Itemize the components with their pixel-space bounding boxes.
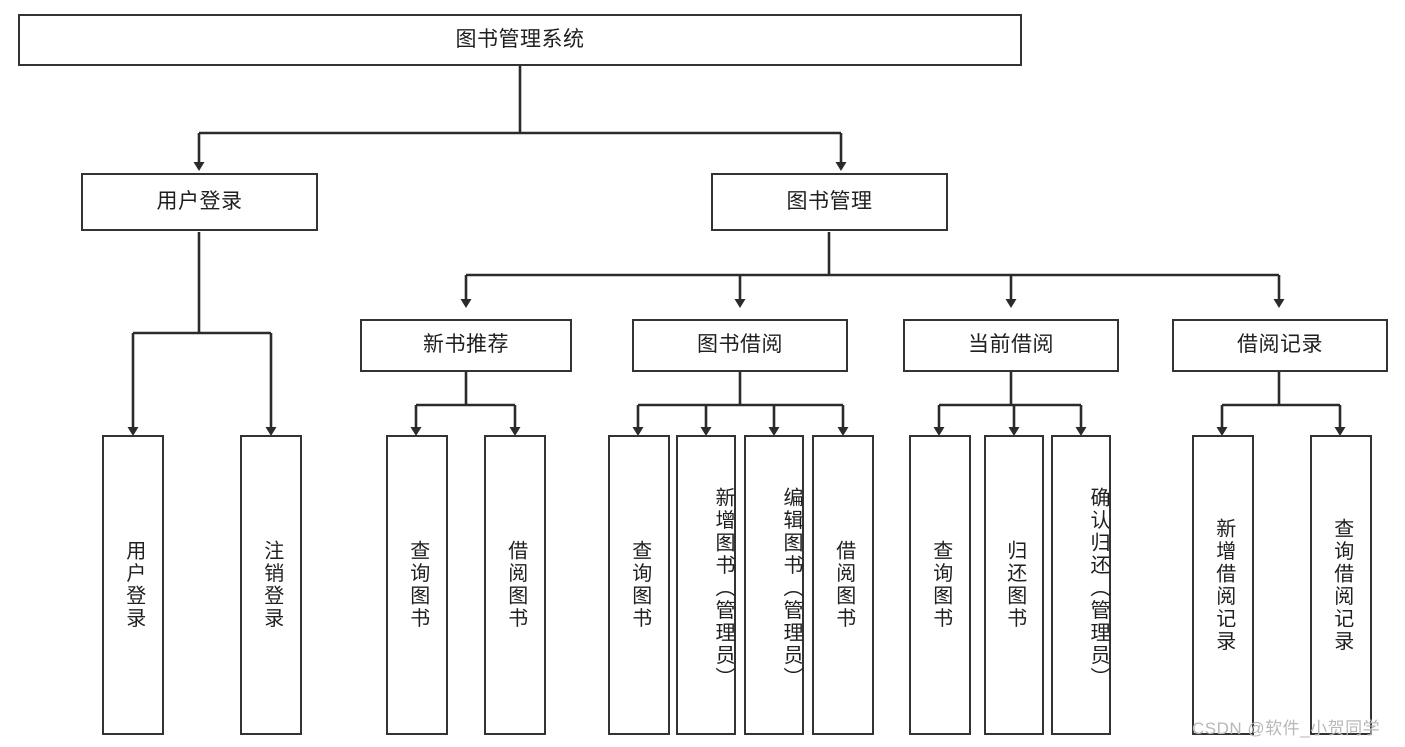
node-label: 编辑图书（管理员） bbox=[780, 486, 802, 690]
node-label: 借阅图书 bbox=[504, 540, 527, 630]
leaf-user-login[interactable]: 用户登录 bbox=[102, 435, 164, 735]
node-label: 新增图书（管理员） bbox=[712, 486, 734, 690]
node-user-login[interactable]: 用户登录 bbox=[81, 173, 318, 231]
node-label: 查询借阅记录 bbox=[1330, 517, 1353, 653]
leaf-confirm-return-admin[interactable]: 确认归还（管理员） bbox=[1051, 435, 1111, 735]
node-new-book-recommendation[interactable]: 新书推荐 bbox=[360, 319, 572, 372]
leaf-logout[interactable]: 注销登录 bbox=[240, 435, 302, 735]
node-label: 查询图书 bbox=[628, 540, 651, 630]
node-label: 归还图书 bbox=[1003, 540, 1026, 630]
node-label: 新增借阅记录 bbox=[1212, 517, 1235, 653]
leaf-query-borrow-record[interactable]: 查询借阅记录 bbox=[1310, 435, 1372, 735]
leaf-edit-book-admin[interactable]: 编辑图书（管理员） bbox=[744, 435, 804, 735]
node-label: 查询图书 bbox=[406, 540, 429, 630]
node-label: 借阅记录 bbox=[1237, 333, 1323, 357]
node-label: 注销登录 bbox=[260, 540, 283, 630]
node-label: 图书管理系统 bbox=[455, 27, 585, 51]
watermark-text: CSDN @软件_小贺同学 bbox=[1192, 719, 1381, 738]
node-label: 借阅图书 bbox=[832, 540, 855, 630]
leaf-add-borrow-record[interactable]: 新增借阅记录 bbox=[1192, 435, 1254, 735]
node-borrow-record[interactable]: 借阅记录 bbox=[1172, 319, 1388, 372]
leaf-borrow-book[interactable]: 借阅图书 bbox=[812, 435, 874, 735]
leaf-query-book-recommend[interactable]: 查询图书 bbox=[386, 435, 448, 735]
node-label: 确认归还（管理员） bbox=[1087, 486, 1109, 690]
node-root-system[interactable]: 图书管理系统 bbox=[18, 14, 1022, 66]
leaf-query-book-borrow[interactable]: 查询图书 bbox=[608, 435, 670, 735]
leaf-query-book-current[interactable]: 查询图书 bbox=[909, 435, 971, 735]
node-label: 当前借阅 bbox=[968, 333, 1054, 357]
node-current-borrow[interactable]: 当前借阅 bbox=[903, 319, 1119, 372]
node-label: 用户登录 bbox=[122, 540, 145, 630]
node-label: 图书管理 bbox=[786, 189, 873, 213]
leaf-return-book[interactable]: 归还图书 bbox=[984, 435, 1044, 735]
node-label: 查询图书 bbox=[929, 540, 952, 630]
node-label: 用户登录 bbox=[156, 189, 243, 213]
leaf-add-book-admin[interactable]: 新增图书（管理员） bbox=[676, 435, 736, 735]
node-book-borrow[interactable]: 图书借阅 bbox=[632, 319, 848, 372]
node-label: 新书推荐 bbox=[423, 333, 509, 357]
node-book-management[interactable]: 图书管理 bbox=[711, 173, 948, 231]
leaf-borrow-book-recommend[interactable]: 借阅图书 bbox=[484, 435, 546, 735]
node-label: 图书借阅 bbox=[697, 333, 783, 357]
